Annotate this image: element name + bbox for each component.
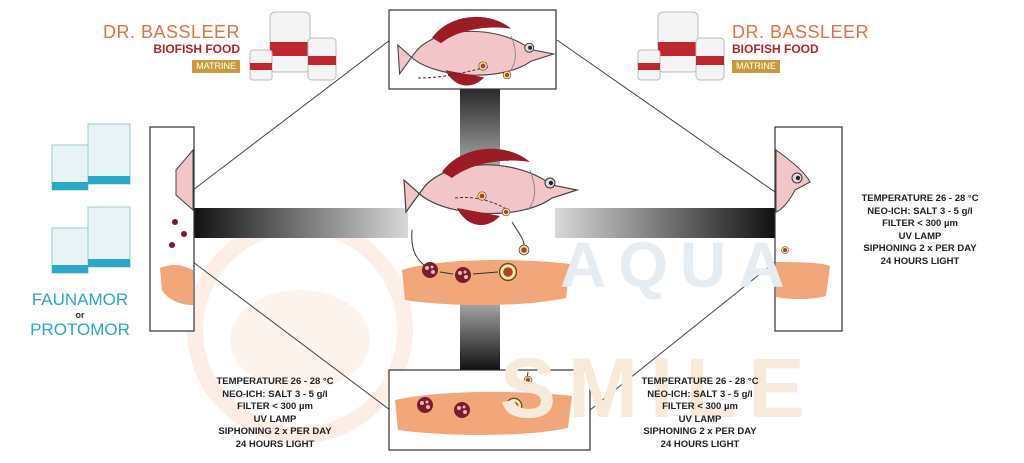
brand-subtitle: BIOFISH FOOD	[153, 42, 240, 56]
frame-bottom	[388, 369, 591, 451]
brand-block-right: DR. BASSLEER BIOFISH FOOD MATRINE	[732, 22, 872, 74]
params-bottom-right: TEMPERATURE 26 - 28 °C NEO-ICH: SALT 3 -…	[625, 376, 775, 451]
params-right: TEMPERATURE 26 - 28 °C NEO-ICH: SALT 3 -…	[845, 193, 995, 268]
param-line: NEO-ICH: SALT 3 - 5 g/l	[647, 388, 753, 400]
product-jars-left	[249, 11, 337, 81]
param-line: FILTER < 300 µm	[882, 218, 958, 229]
brand-title: DR. BASSLEER	[102, 22, 240, 42]
center-scene	[402, 148, 578, 305]
product-jars-right	[637, 11, 725, 81]
brand-subtitle: BIOFISH FOOD	[732, 42, 819, 56]
param-line: SIPHONING 2 x PER DAY	[863, 243, 977, 254]
product-faunamor: FAUNAMOR	[31, 290, 129, 309]
param-line: SIPHONING 2 x PER DAY	[643, 426, 757, 437]
param-line: NEO-ICH: SALT 3 - 5 g/l	[222, 388, 328, 400]
medicine-boxes	[51, 123, 131, 274]
brand-tag: MATRINE	[732, 60, 780, 73]
param-line: SIPHONING 2 x PER DAY	[218, 426, 332, 437]
param-line: TEMPERATURE 26 - 28 °C	[861, 193, 979, 204]
param-line: UV LAMP	[253, 413, 297, 425]
watermark-aqua: AQUA	[560, 229, 797, 301]
brand-block-left: DR. BASSLEER BIOFISH FOOD MATRINE	[100, 22, 240, 74]
param-line: FILTER < 300 µm	[662, 401, 738, 412]
param-line: NEO-ICH: SALT 3 - 5 g/l	[867, 205, 973, 217]
param-line: 24 HOURS LIGHT	[880, 255, 960, 267]
brand-tag: MATRINE	[192, 60, 240, 73]
param-line: TEMPERATURE 26 - 28 °C	[216, 376, 334, 387]
diagonal-connectors	[192, 39, 776, 411]
param-line: FILTER < 300 µm	[237, 401, 313, 412]
param-line: UV LAMP	[898, 230, 942, 242]
watermark-smile: SMILE	[500, 341, 817, 435]
bar-left	[193, 208, 408, 238]
product-protomor: PROTOMOR	[30, 320, 130, 339]
brand-title: DR. BASSLEER	[732, 22, 870, 42]
product-or: or	[75, 310, 85, 320]
param-line: TEMPERATURE 26 - 28 °C	[641, 376, 759, 387]
frame-left	[149, 126, 195, 332]
product-labels: FAUNAMOR or PROTOMOR	[20, 290, 140, 340]
params-bottom-left: TEMPERATURE 26 - 28 °C NEO-ICH: SALT 3 -…	[200, 376, 350, 451]
param-line: UV LAMP	[678, 413, 722, 425]
bar-right	[555, 208, 775, 238]
frame-top	[388, 9, 557, 90]
param-line: 24 HOURS LIGHT	[235, 438, 315, 450]
frame-right	[774, 126, 843, 332]
param-line: 24 HOURS LIGHT	[660, 438, 740, 450]
